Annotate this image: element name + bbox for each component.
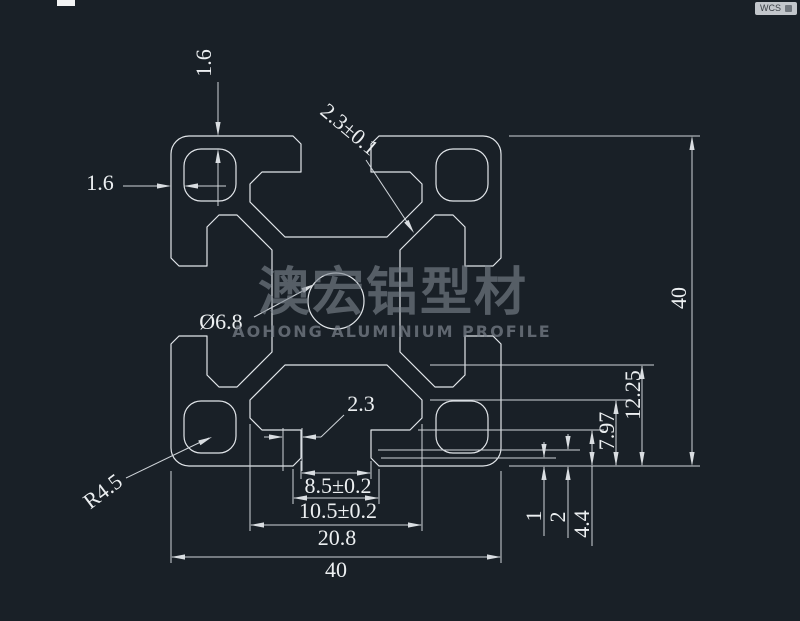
dim-label-depth_12_25: 12.25 [620,370,645,420]
dimension-arrow [269,434,283,440]
dimension-line [320,414,345,438]
dim-label-depth_7_97: 7.97 [594,412,619,451]
dim-label-wall_top: 1.6 [191,49,216,77]
dimension-line [365,159,412,229]
dimension-arrow [301,284,315,293]
dimension-arrow [565,466,571,480]
dimension-arrow [215,122,221,136]
dimension-arrow [589,452,595,466]
dimension-arrow [689,452,695,466]
dim-label-depth_4_4: 4.4 [569,510,594,538]
dim-label-slot_opening: 8.5±0.2 [304,473,371,498]
dimension-arrow [639,452,645,466]
center-hole [307,272,365,330]
dimension-arrow [541,444,547,458]
dimension-arrow [404,219,414,233]
dim-label-web_thickness: 2.3±0.1 [316,98,383,160]
watermark-cjk: 澳宏铝型材 [258,263,528,323]
dim-label-slot_mouth: 10.5±0.2 [299,498,377,523]
dimension-arrow [293,495,307,501]
dimension-arrow [365,495,379,501]
dim-label-lip_thickness: 2.3 [347,391,375,416]
dimension-arrow [541,466,547,480]
dimension-layer: 1.61.62.3±0.140Ø6.82.38.5±0.210.5±0.220.… [78,49,700,582]
toolbar-fragment [57,0,75,6]
wcs-icon [785,5,792,12]
dimension-arrow [198,437,212,446]
dim-label-corner_radius: R4.5 [78,468,127,513]
dim-label-wall_left: 1.6 [86,170,114,195]
dim-label-depth_1: 1 [521,511,546,522]
dimension-arrow [171,554,185,560]
dim-label-depth_2: 2 [545,512,570,523]
wcs-button[interactable]: WCS [755,2,797,15]
dimension-line [125,437,210,479]
dimension-arrow [250,522,264,528]
dimension-arrow [613,452,619,466]
dimension-arrow [184,183,198,189]
dimension-arrow [689,136,695,150]
wcs-label: WCS [760,3,781,13]
dimension-arrow [408,522,422,528]
dim-label-slot_inner_width: 20.8 [318,525,357,550]
dimension-arrow [589,430,595,444]
watermark-latin: AOHONG ALUMINIUM PROFILE [232,322,551,341]
dimension-arrow [613,400,619,414]
dimension-arrow [157,183,171,189]
corner-cavity [183,400,237,454]
dimension-arrow [215,149,221,163]
dim-label-overall_height: 40 [666,287,691,309]
dim-label-center_hole_dia: Ø6.8 [199,309,242,334]
dimension-arrow [357,470,371,476]
dim-label-overall_width: 40 [325,557,347,582]
dimension-arrow [565,436,571,450]
dimension-arrow [639,365,645,379]
dimension-line [253,285,313,318]
dimension-arrow [487,554,501,560]
dimension-arrow [301,470,315,476]
dimension-arrow [302,434,316,440]
